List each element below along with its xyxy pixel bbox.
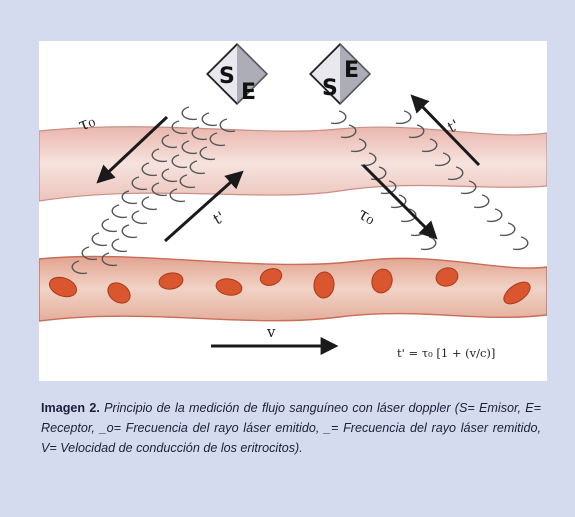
label-tprime-left: t'	[210, 208, 228, 229]
label-tau0-right: τ₀	[355, 204, 379, 230]
receiver-label-right: E	[344, 58, 359, 83]
diagram-svg: S E S E τ₀ t' τ₀ t' v t' =	[39, 41, 547, 381]
emitter-label-right: S	[322, 76, 338, 101]
probe-right: S E	[310, 44, 370, 104]
doppler-formula: t' = τ₀ [1 + (v/c)]	[397, 346, 495, 360]
probe-left: S E	[207, 44, 267, 105]
caption-lead: Imagen 2.	[41, 401, 100, 415]
caption-text: Principio de la medición de flujo sanguí…	[41, 401, 541, 455]
emitter-label-left: S	[219, 64, 235, 89]
doppler-diagram: S E S E τ₀ t' τ₀ t' v t' =	[39, 41, 547, 381]
figure-caption: Imagen 2. Principio de la medición de fl…	[41, 398, 541, 458]
receiver-label-left: E	[241, 80, 256, 105]
label-velocity: v	[266, 323, 276, 341]
